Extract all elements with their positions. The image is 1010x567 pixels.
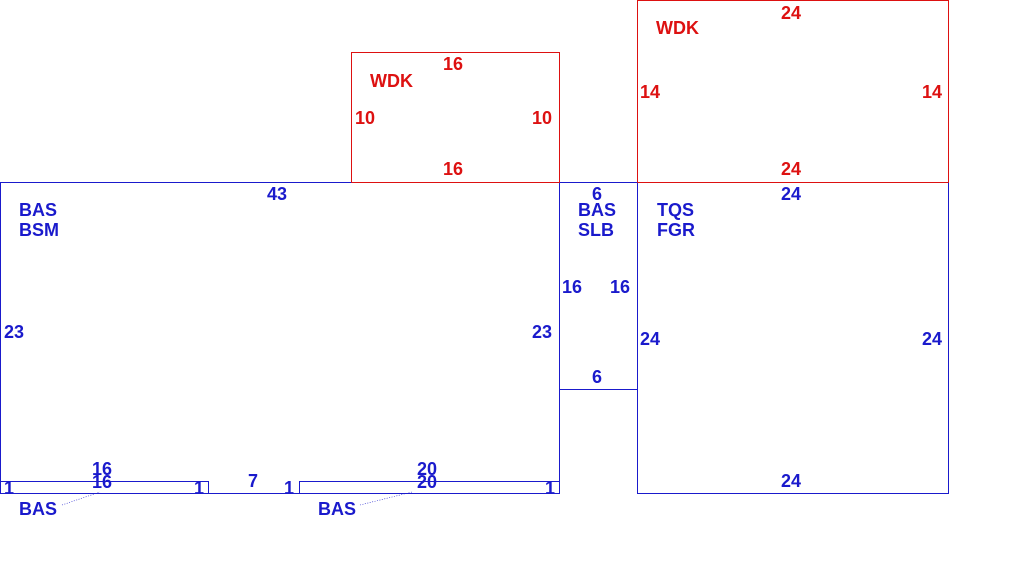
dim-strip-left-left: 1 — [4, 478, 14, 498]
area-bas-strip-left-label: BAS — [19, 499, 57, 519]
dim-wdk1-top: 16 — [443, 54, 463, 74]
dim-bsm-bottom-gap: 7 — [248, 471, 258, 491]
leader-line-strip-left — [61, 491, 101, 506]
area-bas-bsm: BAS BSM 43 23 23 7 — [0, 182, 560, 494]
dim-wdk2-right: 14 — [922, 82, 942, 102]
dim-wdk1-right: 10 — [532, 108, 552, 128]
area-wdk-left-label: WDK — [370, 71, 413, 91]
dim-wdk2-top: 24 — [781, 3, 801, 23]
dim-wdk2-bottom: 24 — [781, 159, 801, 179]
dim-slb-top: 6 — [592, 184, 602, 204]
area-bas-strip-left: 16 16 1 1 BAS — [0, 459, 209, 519]
dim-bsm-right: 23 — [532, 322, 552, 342]
dim-fgr-bottom: 24 — [781, 471, 801, 491]
area-tqs-fgr-label-1: TQS — [657, 200, 694, 220]
area-bas-strip-right: 20 20 1 1 BAS — [284, 459, 560, 519]
dim-bsm-top: 43 — [267, 184, 287, 204]
area-bas-slb-label-1: BAS — [578, 200, 616, 220]
dim-strip-left-top: 16 — [92, 459, 112, 479]
dim-wdk1-left: 10 — [355, 108, 375, 128]
dim-wdk1-bottom: 16 — [443, 159, 463, 179]
dim-slb-left: 16 — [562, 277, 582, 297]
area-tqs-fgr-label-2: FGR — [657, 220, 695, 240]
area-bas-bsm-label-2: BSM — [19, 220, 59, 240]
area-wdk-left-outline — [351, 52, 560, 183]
dim-strip-right-bottom: 20 — [417, 472, 437, 492]
dim-strip-left-right: 1 — [194, 478, 204, 498]
dim-bsm-left: 23 — [4, 322, 24, 342]
dim-fgr-left: 24 — [640, 329, 660, 349]
dim-wdk2-left: 14 — [640, 82, 660, 102]
strip-right-outline — [299, 481, 560, 494]
dim-slb-bottom: 6 — [592, 367, 602, 387]
area-wdk-right-outline — [637, 0, 949, 183]
area-bas-slb-label-2: SLB — [578, 220, 614, 240]
area-bas-strip-right-label: BAS — [318, 499, 356, 519]
area-tqs-fgr: TQS FGR 24 24 24 24 — [637, 182, 949, 494]
area-wdk-right-label: WDK — [656, 18, 699, 38]
dim-fgr-top: 24 — [781, 184, 801, 204]
dim-slb-right: 16 — [610, 277, 630, 297]
strip-left-outline — [0, 481, 209, 494]
dim-fgr-right: 24 — [922, 329, 942, 349]
dim-strip-left-bottom: 16 — [92, 472, 112, 492]
dim-strip-right-top: 20 — [417, 459, 437, 479]
area-bas-bsm-label-1: BAS — [19, 200, 57, 220]
area-wdk-right: WDK 24 14 14 24 — [637, 0, 949, 183]
dim-strip-right-right: 1 — [545, 478, 555, 498]
dim-strip-right-left: 1 — [284, 478, 294, 498]
area-bas-slb: BAS SLB 6 16 16 6 — [559, 182, 638, 390]
area-wdk-left: WDK 16 10 10 16 — [351, 52, 560, 183]
area-bas-bsm-outline — [0, 182, 560, 494]
